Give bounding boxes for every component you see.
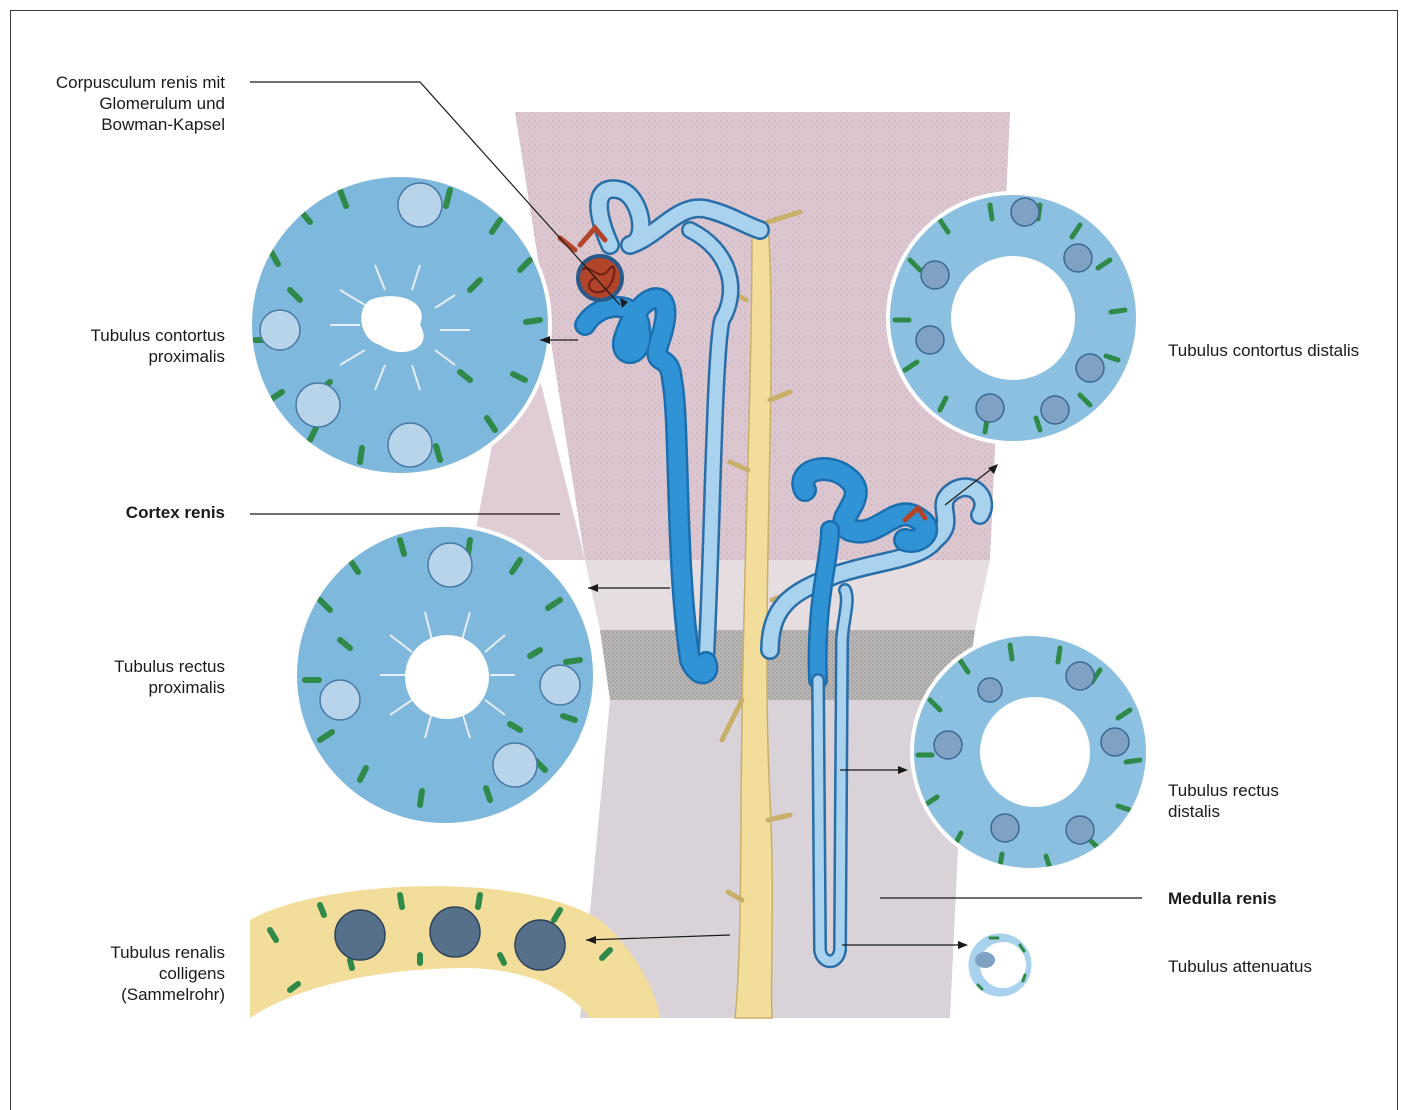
cross-section-distal-convoluted <box>888 193 1138 443</box>
cross-section-distal-straight <box>912 634 1148 870</box>
label-tubulus-renalis-colligens: Tubulus renalis colligens (Sammelrohr) <box>20 942 225 1005</box>
label-tubulus-rectus-distalis: Tubulus rectus distalis <box>1168 780 1368 822</box>
cross-section-proximal-convoluted <box>250 175 550 475</box>
label-tubulus-attenuatus: Tubulus attenuatus <box>1168 956 1368 977</box>
cross-section-proximal-straight <box>295 525 595 825</box>
cross-section-thin-limb <box>967 932 1033 998</box>
label-tubulus-contortus-distalis: Tubulus contortus distalis <box>1168 340 1398 361</box>
label-tubulus-rectus-proximalis: Tubulus rectus proximalis <box>20 656 225 698</box>
label-medulla-renis: Medulla renis <box>1168 888 1368 909</box>
label-tubulus-contortus-proximalis: Tubulus contortus proximalis <box>20 325 225 367</box>
label-cortex-renis: Cortex renis <box>20 502 225 523</box>
label-corpusculum-renis: Corpusculum renis mit Glomerulum und Bow… <box>20 72 225 135</box>
